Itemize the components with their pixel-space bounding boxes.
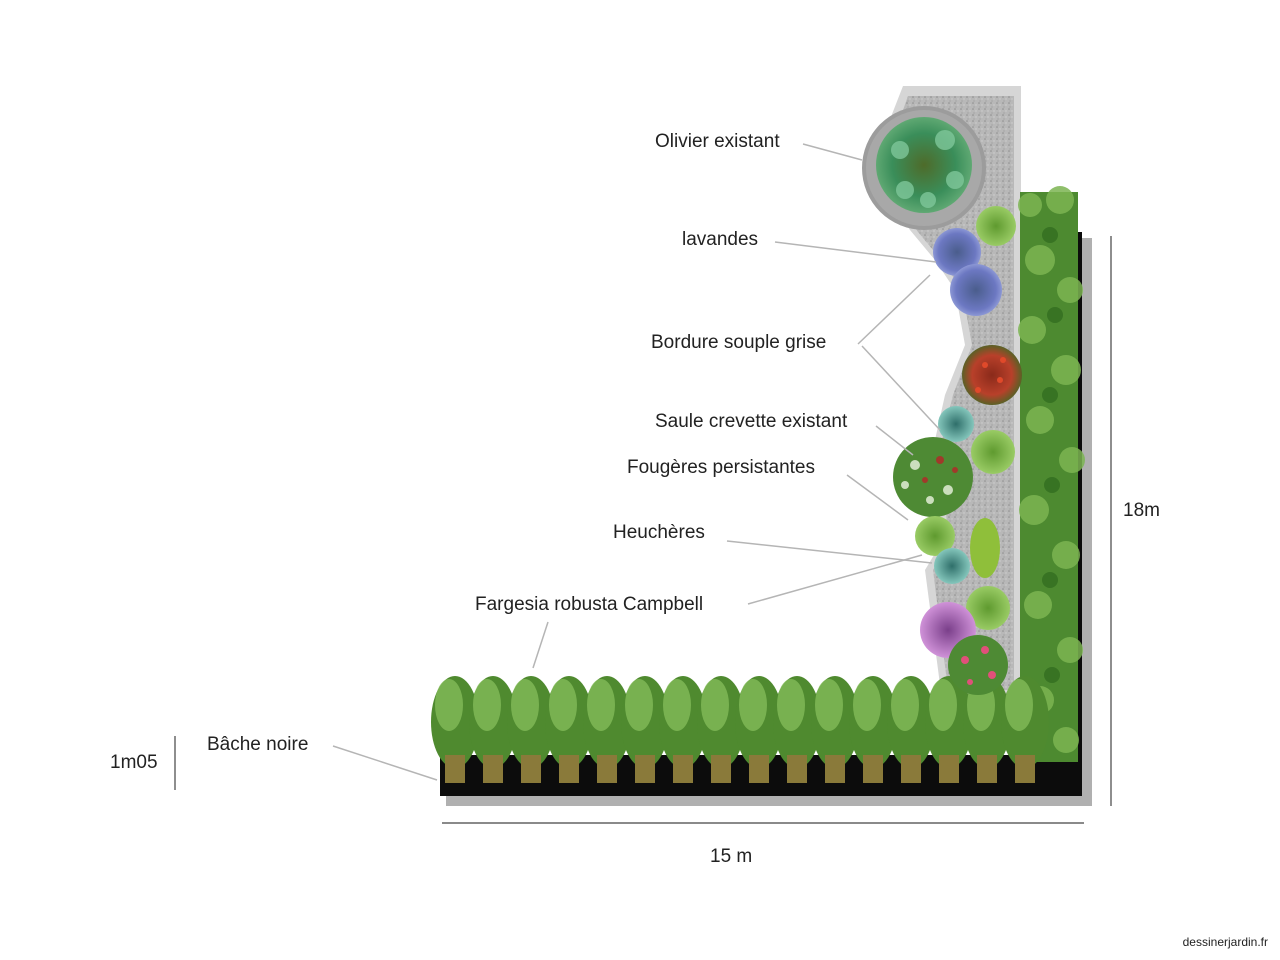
fern-top	[976, 206, 1016, 246]
bamboo-clump	[811, 676, 859, 783]
site-credit: dessinerjardin.fr	[1182, 935, 1268, 949]
bamboo-clump	[431, 676, 479, 783]
label-border: Bordure souple grise	[651, 332, 827, 353]
bamboo-clump	[659, 676, 707, 783]
label-fargesia: Fargesia robusta Campbell	[475, 594, 704, 615]
dimension-lines	[174, 236, 1112, 824]
bamboo-hedge-horizontal	[431, 676, 1049, 783]
bamboo-clump	[735, 676, 783, 783]
label-heuchera: Heuchères	[613, 522, 705, 543]
bamboo-clump	[849, 676, 897, 783]
fern-lower	[915, 516, 955, 556]
dimension-width: 15 m	[710, 846, 753, 867]
fern-bottom	[966, 586, 1010, 630]
bamboo-clump	[697, 676, 745, 783]
olive-tree	[862, 106, 986, 230]
label-olive-tree: Olivier existant	[655, 131, 780, 152]
bamboo-clump	[507, 676, 555, 783]
bamboo-clump	[887, 676, 935, 783]
bamboo-clump	[583, 676, 631, 783]
bamboo-clump	[545, 676, 593, 783]
label-tarp: Bâche noire	[207, 734, 309, 755]
red-shrub	[962, 345, 1022, 405]
shrimp-willow	[893, 437, 973, 517]
bamboo-clump	[925, 676, 973, 783]
label-lavender: lavandes	[682, 229, 759, 250]
fern-mid	[971, 430, 1015, 474]
heuchera-top	[938, 406, 974, 442]
small-conifer	[970, 518, 1000, 578]
label-ferns: Fougères persistantes	[627, 457, 815, 478]
bamboo-clump	[1001, 676, 1049, 783]
bamboo-clump	[621, 676, 669, 783]
bamboo-clump	[773, 676, 821, 783]
label-shrimp-willow: Saule crevette existant	[655, 411, 848, 432]
rose-shrub	[948, 635, 1008, 695]
leader-lines	[332, 143, 941, 781]
bamboo-hedge-vertical	[1018, 186, 1085, 762]
dimension-length: 18m	[1123, 500, 1160, 521]
heuchera-lower	[934, 548, 970, 584]
dimension-depth: 1m05	[110, 752, 158, 773]
lavender-plants	[933, 228, 1002, 316]
bamboo-clump	[469, 676, 517, 783]
